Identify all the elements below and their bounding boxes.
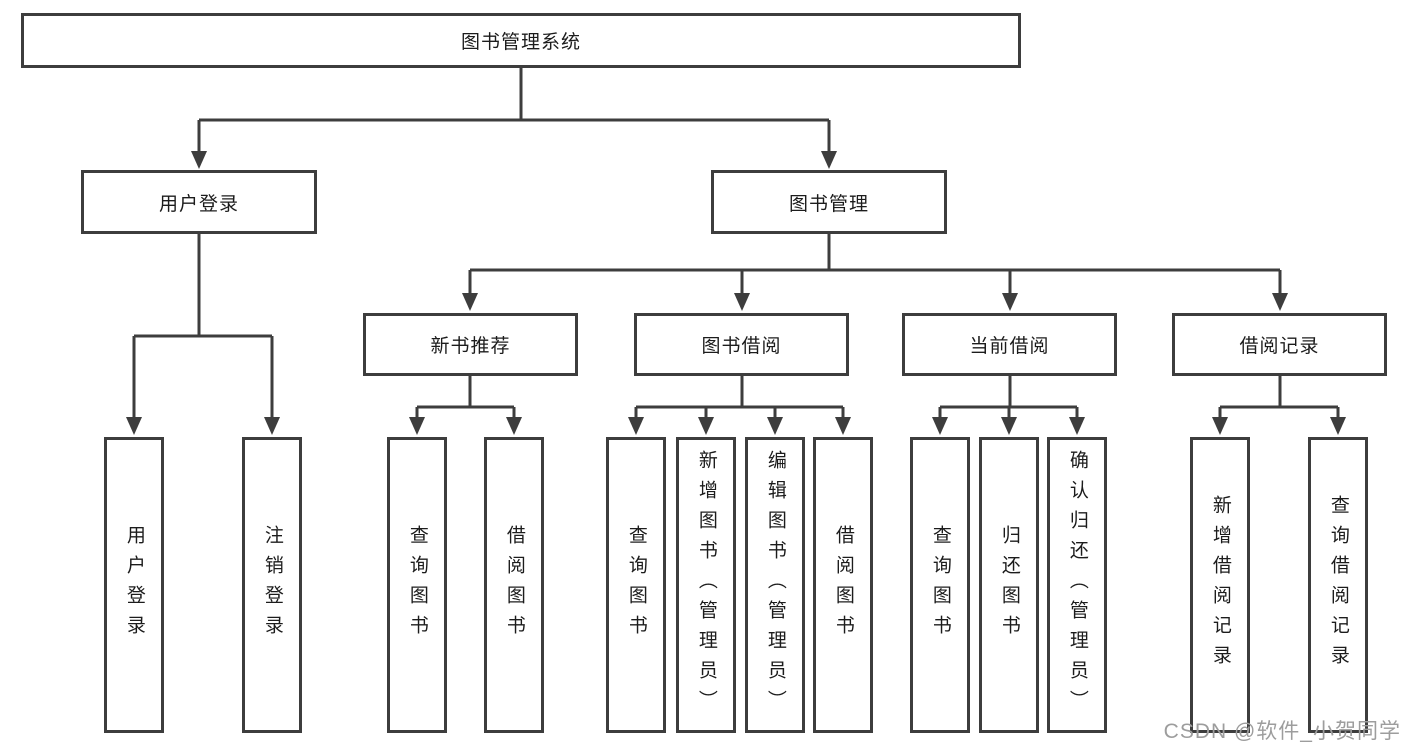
node-label: 新增借阅记录 [1209, 495, 1231, 675]
node-label: 新增图书（管理员） [695, 450, 717, 720]
node-book-management: 图书管理 [711, 170, 947, 234]
arrow-icon [126, 417, 142, 435]
arrow-icon [1272, 293, 1288, 311]
arrow-icon [506, 417, 522, 435]
arrow-icon [1002, 293, 1018, 311]
node-label: 注销登录 [261, 525, 283, 645]
node-add-books-admin: 新增图书（管理员） [676, 437, 736, 733]
node-label: 查询图书 [625, 525, 647, 645]
node-label: 借阅图书 [503, 525, 525, 645]
arrowheads [126, 151, 1346, 435]
connector-lines [132, 68, 1340, 421]
node-label: 图书管理系统 [460, 32, 581, 53]
node-return-books: 归还图书 [979, 437, 1039, 733]
arrow-icon [734, 293, 750, 311]
node-library-management-system: 图书管理系统 [21, 13, 1021, 68]
node-label: 借阅记录 [1239, 336, 1320, 357]
node-label: 新书推荐 [430, 336, 511, 357]
node-label: 图书管理 [788, 193, 869, 215]
arrow-icon [821, 151, 837, 169]
node-query-books-borrowing: 查询图书 [606, 437, 666, 733]
node-query-books-recommend: 查询图书 [387, 437, 447, 733]
arrow-icon [932, 417, 948, 435]
node-label: 用户登录 [158, 193, 239, 215]
arrow-icon [835, 417, 851, 435]
node-user-login: 用户登录 [81, 170, 317, 234]
node-query-books-current: 查询图书 [910, 437, 970, 733]
arrow-icon [191, 151, 207, 169]
node-borrow-books-borrowing: 借阅图书 [813, 437, 873, 733]
arrow-icon [264, 417, 280, 435]
node-label: 编辑图书（管理员） [764, 450, 786, 720]
node-label: 归还图书 [998, 525, 1020, 645]
node-book-borrowing: 图书借阅 [634, 313, 849, 376]
node-label: 查询借阅记录 [1327, 495, 1349, 675]
arrow-icon [767, 417, 783, 435]
arrow-icon [462, 293, 478, 311]
node-label: 当前借阅 [969, 336, 1050, 357]
arrow-icon [1330, 417, 1346, 435]
node-borrow-books-recommend: 借阅图书 [484, 437, 544, 733]
arrow-icon [1212, 417, 1228, 435]
node-user-login-action: 用户登录 [104, 437, 164, 733]
node-label: 图书借阅 [701, 336, 782, 357]
node-label: 查询图书 [406, 525, 428, 645]
node-label: 用户登录 [123, 525, 145, 645]
arrow-icon [1069, 417, 1085, 435]
node-borrowing-records: 借阅记录 [1172, 313, 1387, 376]
node-label: 查询图书 [929, 525, 951, 645]
arrow-icon [628, 417, 644, 435]
arrow-icon [1001, 417, 1017, 435]
node-logout-action: 注销登录 [242, 437, 302, 733]
node-new-book-recommendation: 新书推荐 [363, 313, 578, 376]
node-label: 确认归还（管理员） [1066, 450, 1088, 720]
arrow-icon [698, 417, 714, 435]
node-add-borrow-record: 新增借阅记录 [1190, 437, 1250, 733]
node-current-borrowing: 当前借阅 [902, 313, 1117, 376]
node-confirm-return-admin: 确认归还（管理员） [1047, 437, 1107, 733]
node-label: 借阅图书 [832, 525, 854, 645]
arrow-icon [409, 417, 425, 435]
watermark-text: CSDN @软件_小贺同学 [1163, 720, 1401, 743]
node-query-borrow-record: 查询借阅记录 [1308, 437, 1368, 733]
node-edit-books-admin: 编辑图书（管理员） [745, 437, 805, 733]
